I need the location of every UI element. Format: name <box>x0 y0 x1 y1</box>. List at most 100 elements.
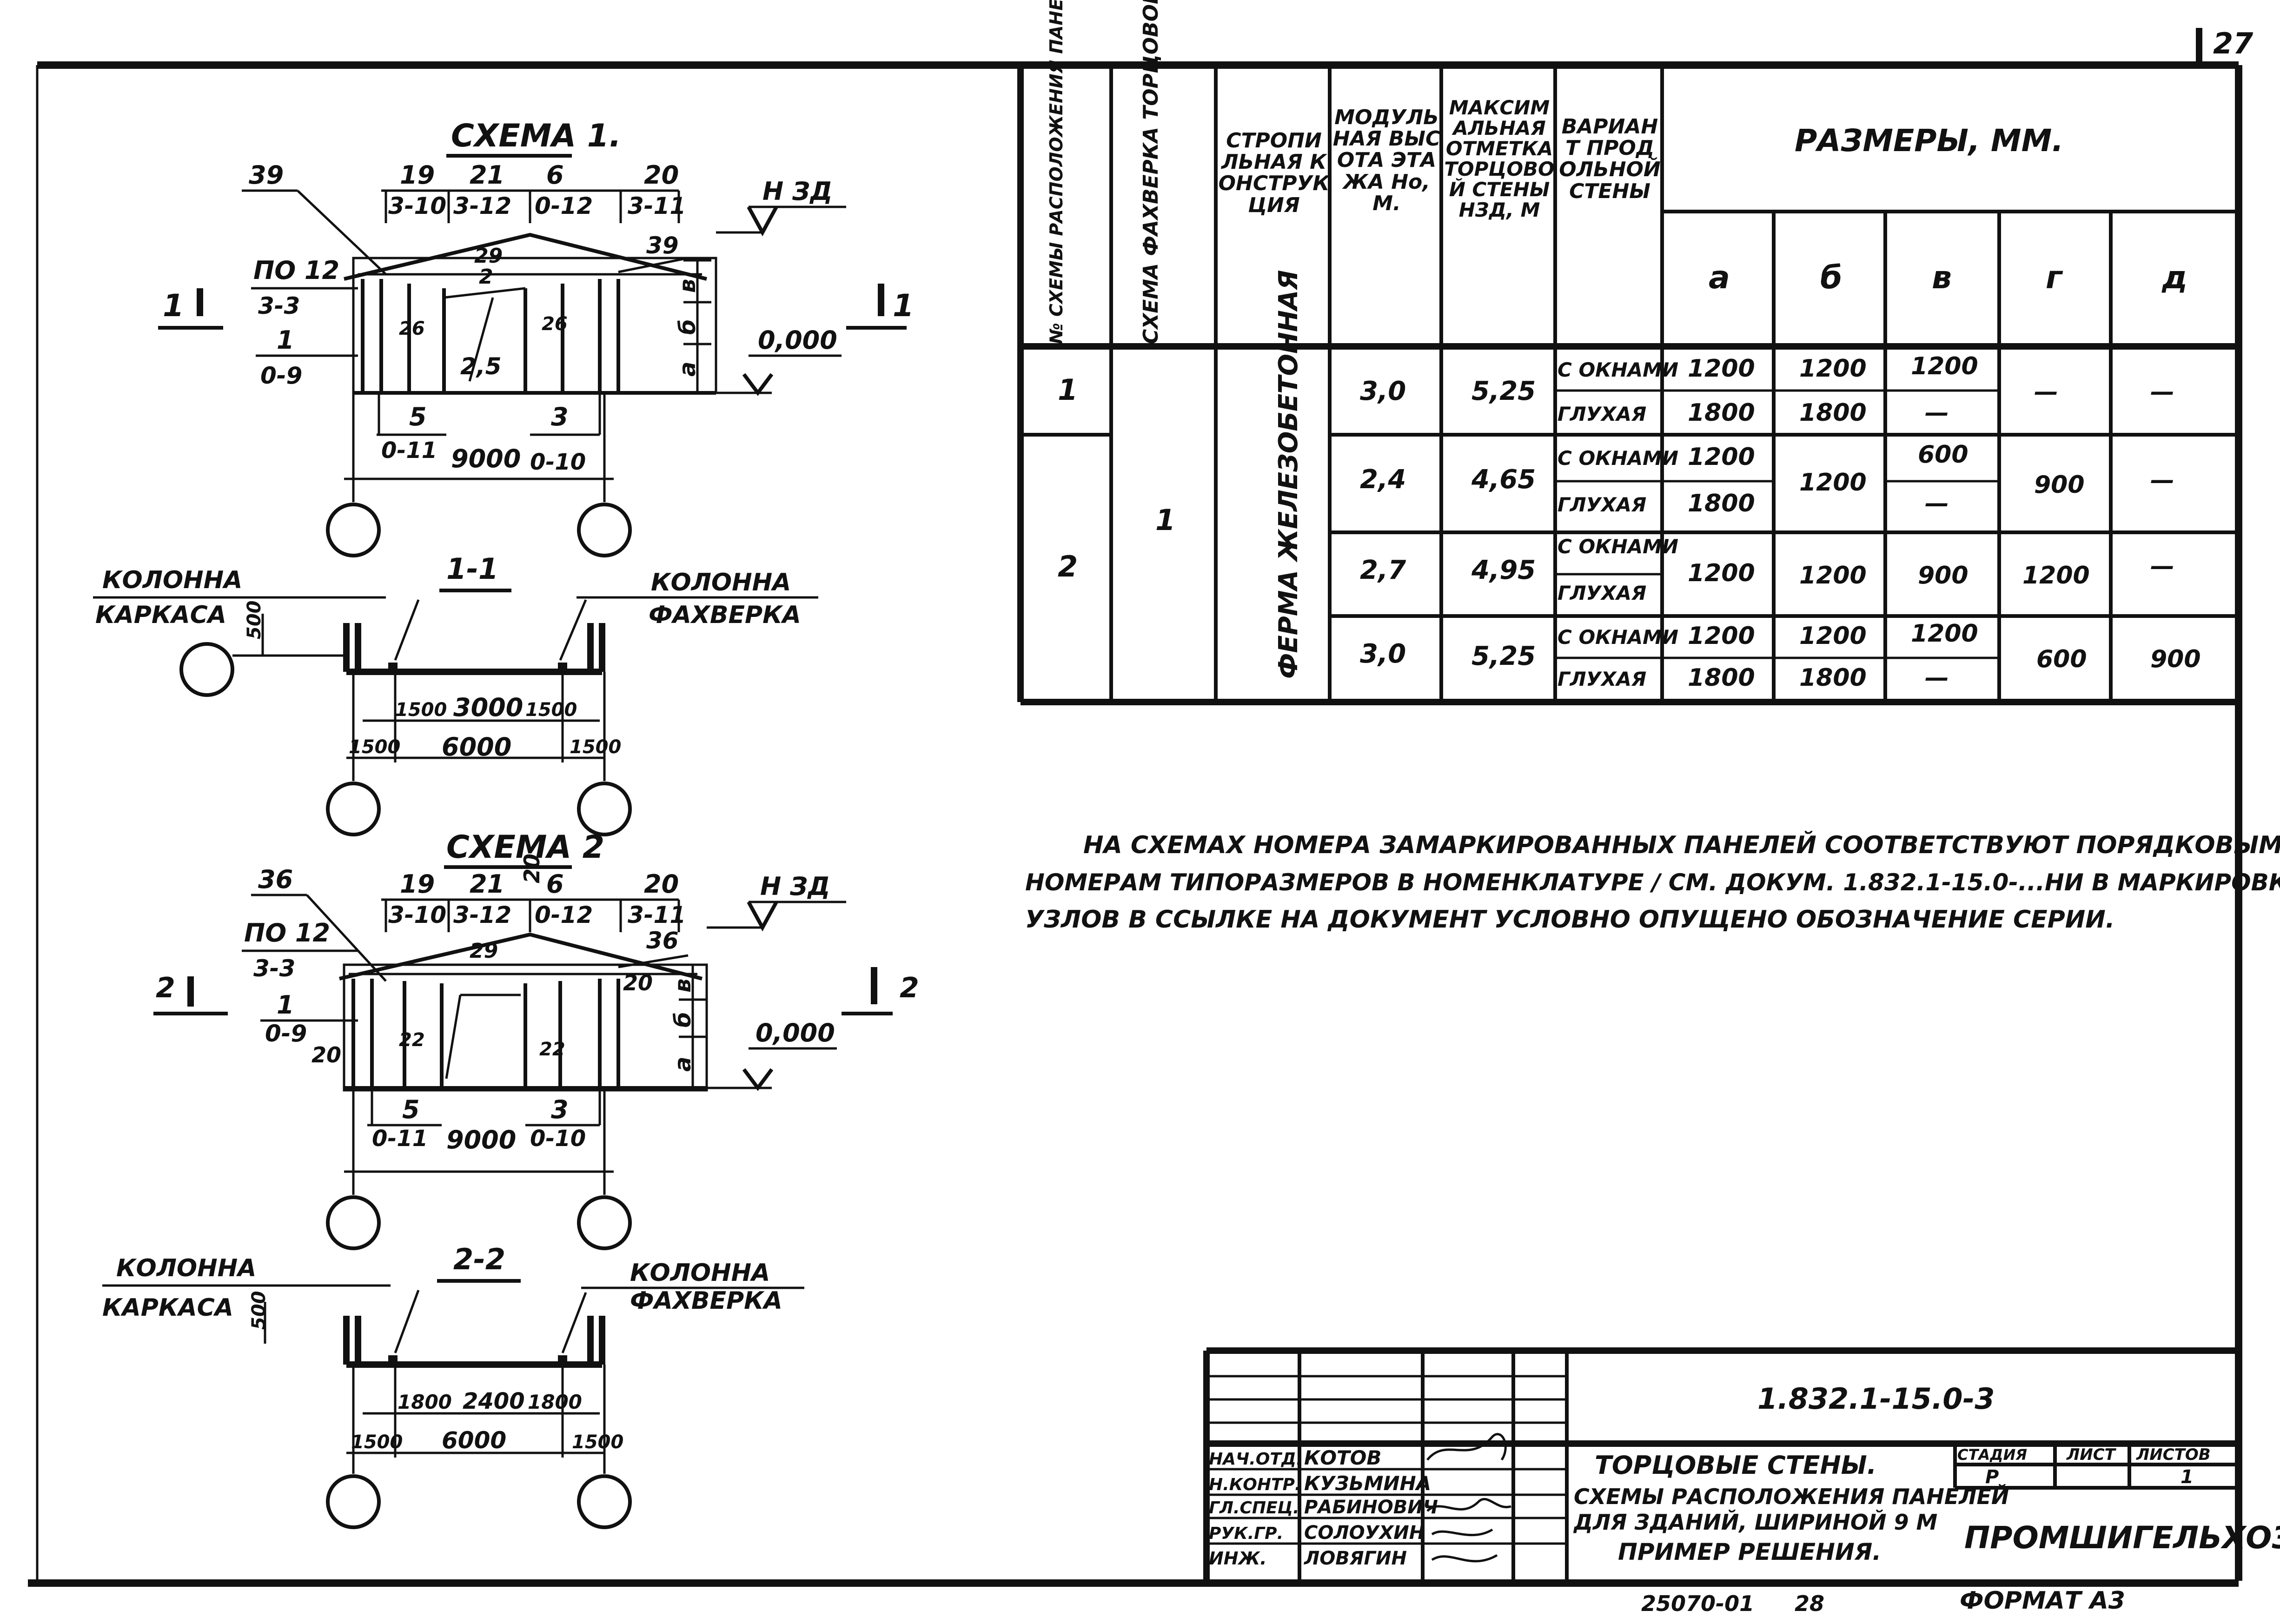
dim-b: б <box>675 319 701 335</box>
inner-label: 29 <box>470 939 498 963</box>
bottom-label-num: 5 <box>402 1095 420 1124</box>
left-label: 3-3 <box>253 955 295 982</box>
scheme-1: СХЕМА 1. 19 3-10 21 3-12 6 0-12 20 3-11 … <box>158 118 914 557</box>
offset-dim: 500 <box>248 1291 270 1330</box>
cell-b: 1800 <box>1799 664 1867 692</box>
inner-label: 22 <box>539 1039 565 1060</box>
staff-role: ИНЖ. <box>1209 1548 1267 1569</box>
sheets-label: ЛИСТОВ <box>2136 1445 2211 1464</box>
dim-top: 2400 <box>463 1388 525 1414</box>
dim-bottom: 6000 <box>442 1427 506 1454</box>
label-num: 21 <box>470 160 504 190</box>
sheets-value: 1 <box>2181 1466 2194 1488</box>
left-label-bottom: КАРКАСА <box>95 601 226 629</box>
top-labels: 19 3-10 21 3-12 6 0-12 20 3-11 <box>388 160 686 219</box>
label-num: 19 <box>400 160 435 190</box>
dim-top: 1500 <box>395 699 447 721</box>
scheme-2: СХЕМА 2 19 3-10 21 3-12 6 0-12 20 3-11 3… <box>153 829 919 1250</box>
header-col-g: г <box>2046 259 2063 296</box>
parameters-table: № СХЕМЫ РАСПОЛОЖЕНИЯ ПАНЕЛЕЙ СХЕМА ФАХВЕ… <box>1017 0 2239 705</box>
header-scheme-no: № СХЕМЫ РАСПОЛОЖЕНИЯ ПАНЕЛЕЙ <box>1046 0 1067 345</box>
cell-v: 1200 <box>1911 352 1978 380</box>
staff-role: Н.КОНТР. <box>1209 1475 1301 1494</box>
cell-mark: 5,25 <box>1471 641 1536 671</box>
height-mark: Н ЗД <box>760 872 830 901</box>
cell-variant: ГЛУХАЯ <box>1558 582 1646 604</box>
bottom-label-num: 5 <box>409 402 427 431</box>
cell-d: 900 <box>2150 645 2201 673</box>
cell-g: 600 <box>2036 645 2087 673</box>
scheme-title: СХЕМА 2 <box>446 829 604 866</box>
cell-b: 1200 <box>1799 562 1867 590</box>
header-half-timber: СХЕМА ФАХВЕРКА ТОРЦОВОЙ СТЕНЫ <box>1138 0 1163 344</box>
label-code: 3-11 <box>628 901 686 928</box>
left-label-bottom: КАРКАСА <box>102 1294 233 1322</box>
label-num: 20 <box>644 869 679 899</box>
left-label: 1 <box>277 325 294 355</box>
cell-scheme-2: 2 <box>1058 550 1078 583</box>
title-line: ДЛЯ ЗДАНИЙ, ШИРИНОЙ 9 М <box>1573 1510 1937 1535</box>
cell-v: — <box>1925 664 1949 692</box>
section-title: 1-1 <box>446 552 498 586</box>
inner-label: 26 <box>399 318 425 339</box>
sheet-frame <box>28 28 2242 1587</box>
left-label-top: КОЛОННА <box>102 566 242 594</box>
cell-d: — <box>2150 378 2174 406</box>
inner-label: 2,5 <box>460 353 502 380</box>
section-mark-left: 1 <box>163 288 184 324</box>
cell-b: 1800 <box>1799 399 1867 427</box>
cell-g: 900 <box>2034 471 2085 499</box>
header-col-a: а <box>1709 259 1730 296</box>
bottom-label-code: 0-10 <box>530 449 586 475</box>
cell-a: 1800 <box>1688 664 1755 692</box>
inner-label: 20 <box>519 854 544 883</box>
height-mark: Н ЗД <box>762 177 832 206</box>
footer-format: ФОРМАТ А3 <box>1960 1587 2125 1615</box>
left-label: 20 <box>312 1042 341 1067</box>
cell-v: 600 <box>1918 441 1968 469</box>
cell-module: 3,0 <box>1360 376 1406 406</box>
label-code: 3-10 <box>388 901 446 928</box>
title-line: ПРИМЕР РЕШЕНИЯ. <box>1618 1538 1881 1565</box>
footer-sheet: 28 <box>1795 1591 1824 1616</box>
left-label: ПО 12 <box>244 918 330 948</box>
note-line: НА СХЕМАХ НОМЕРА ЗАМАРКИРОВАННЫХ ПАНЕЛЕЙ… <box>1083 831 2280 859</box>
elevation-2: 29 22 22 36 20 20 <box>339 854 708 1092</box>
cell-b: 1200 <box>1799 355 1867 383</box>
cell-a: 1200 <box>1688 559 1755 587</box>
cell-variant: С ОКНАМИ <box>1558 447 1678 470</box>
elevation-1: 29 2 26 26 2,5 39 <box>344 232 717 395</box>
cell-a: 1800 <box>1688 490 1755 517</box>
left-label: 36 <box>258 865 293 894</box>
label-code: 3-12 <box>453 901 511 928</box>
bottom-label-num: 3 <box>551 402 569 431</box>
cell-rafter: ФЕРМА ЖЕЛЕЗОБЕТОННАЯ <box>1273 270 1304 679</box>
label-num: 21 <box>470 869 504 899</box>
note-line: НОМЕРАМ ТИПОРАЗМЕРОВ В НОМЕНКЛАТУРЕ / СМ… <box>1025 869 2280 896</box>
header-sizes: РАЗМЕРЫ, ММ. <box>1795 123 2063 159</box>
scheme-title: СХЕМА 1. <box>451 118 621 154</box>
inner-label: 20 <box>623 970 653 995</box>
dim-v: в <box>675 279 701 293</box>
cell-mark: 4,95 <box>1471 555 1536 585</box>
bottom-label-code: 0-11 <box>381 437 437 464</box>
title-line: СХЕМЫ РАСПОЛОЖЕНИЯ ПАНЕЛЕЙ <box>1574 1484 2009 1509</box>
section-title: 2-2 <box>453 1242 505 1276</box>
cell-variant: ГЛУХАЯ <box>1558 493 1646 516</box>
staff-name: РАБИНОВИЧ <box>1304 1497 1438 1518</box>
cell-v: 1200 <box>1911 620 1978 648</box>
bottom-label-num: 3 <box>551 1095 569 1124</box>
stage-value: Р <box>1985 1466 1999 1488</box>
left-label: 3-3 <box>258 292 300 319</box>
footer-inv: 25070-01 <box>1641 1591 1754 1616</box>
label-num: 6 <box>546 160 564 190</box>
cell-v: — <box>1925 399 1949 427</box>
inner-label: 22 <box>399 1029 425 1051</box>
title-line: ТОРЦОВЫЕ СТЕНЫ. <box>1595 1451 1876 1480</box>
org-stamp: ПРОМШИГЕЛЬХОЗ <box>1964 1520 2280 1556</box>
right-label-bottom: ФАХВЕРКА <box>630 1287 782 1315</box>
dim-bottom: 6000 <box>442 732 511 762</box>
bottom-label-code: 0-10 <box>530 1126 586 1152</box>
